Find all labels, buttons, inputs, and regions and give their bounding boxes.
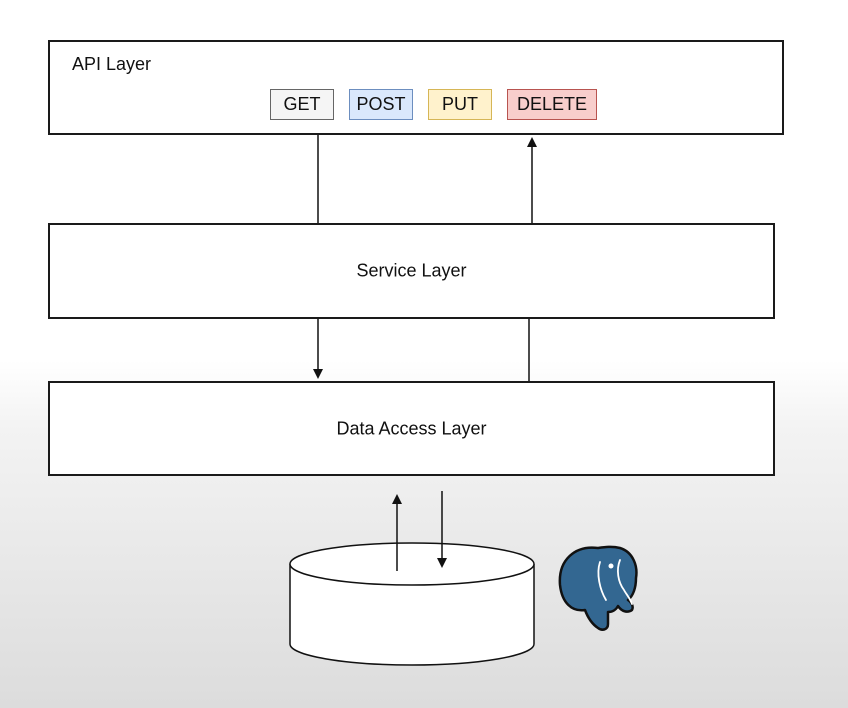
api-layer-label: API Layer <box>72 54 152 74</box>
service-layer-box: Service Layer <box>48 223 775 319</box>
database-cylinder <box>289 542 535 666</box>
delete-method-badge: DELETE <box>507 89 597 120</box>
get-method-badge: GET <box>270 89 334 120</box>
api-layer-box: API Layer GET POST PUT DELETE <box>48 40 784 135</box>
post-method-badge: POST <box>349 89 413 120</box>
put-method-badge: PUT <box>428 89 492 120</box>
data-access-layer-label: Data Access Layer <box>336 418 487 438</box>
postgresql-elephant-icon <box>558 545 638 631</box>
service-layer-label: Service Layer <box>356 260 467 281</box>
data-access-layer-box: Data Access Layer <box>48 381 775 476</box>
